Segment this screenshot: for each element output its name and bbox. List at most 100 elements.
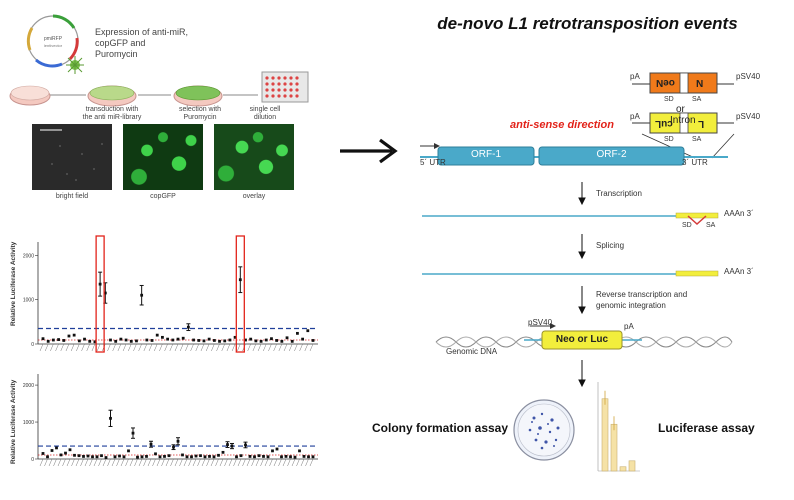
data-point [55,446,58,450]
x-tick [211,343,215,352]
x-tick [39,343,44,352]
data-point [124,338,128,342]
x-tick [300,458,305,467]
data-point [86,454,90,458]
x-tick [228,458,233,467]
data-point [207,337,211,341]
luc-label: cuL [655,118,673,129]
micrograph-copgfp [123,124,203,190]
data-point [244,443,247,447]
petri-dish [512,398,576,462]
x-tick [304,343,309,352]
data-point [127,449,130,453]
x-tick [224,458,228,467]
luciferase-bar [619,466,627,472]
data-point [248,455,252,458]
caption-copgfp: copGFP [150,193,176,200]
data-point [259,339,263,343]
pa-label-1: pA [630,72,640,81]
splicing-label: Splicing [596,241,625,250]
x-tick [170,458,174,467]
data-point [155,333,159,337]
data-point [275,447,279,451]
x-tick [305,458,309,467]
svg-text:lentivector: lentivector [44,43,63,48]
x-tick [210,458,215,467]
genomic-dna-label: Genomic DNA [446,347,498,356]
x-tick [200,343,205,352]
data-point [176,439,180,443]
x-tick [289,343,293,352]
workflow-diagram [8,70,328,120]
data-point [280,339,284,343]
x-tick [93,458,98,467]
x-tick [278,343,283,352]
data-point [149,442,153,446]
x-tick [117,343,122,352]
x-tick [283,343,288,352]
plot-1-ytick: 2000 [23,253,34,259]
data-point [67,334,71,338]
x-tick [164,343,168,352]
data-point [166,337,170,341]
x-tick [138,458,143,467]
sd-label-3: SD [682,222,692,229]
x-tick [66,458,71,467]
x-tick [84,458,89,467]
x-tick [185,343,189,352]
data-point [262,455,265,458]
data-point [77,339,81,343]
data-point [202,339,206,343]
plot-1: 2000 1000 0 [0,232,330,360]
data-point [140,293,144,297]
psv40-label-1: pSV40 [736,72,761,81]
data-point [253,455,256,459]
data-point [285,336,289,340]
data-point [254,339,258,343]
x-tick [183,458,188,467]
data-point [163,455,166,458]
data-point [181,453,184,457]
data-point [301,337,305,341]
x-tick [125,458,129,467]
x-tick [44,343,49,352]
data-point [145,338,149,342]
data-point [306,329,310,333]
x-tick [205,343,210,352]
x-tick [50,343,54,352]
data-point [223,339,227,343]
x-tick [296,458,300,467]
data-point [199,454,202,458]
data-point [186,325,190,329]
x-tick [143,343,148,352]
x-tick [169,343,174,352]
plasmid-map: pmiRFP lentivector [22,10,84,72]
data-point [83,337,86,341]
right-arrow-icon [338,136,400,166]
data-point [82,455,85,458]
plot-1-ytick: 0 [31,342,34,348]
x-tick [39,458,44,467]
plasmid-name: pmiRFP [44,36,63,42]
data-point [122,455,126,459]
data-point [270,337,273,341]
data-point [129,339,133,343]
plot-1-ytick: 1000 [23,298,34,304]
x-tick [70,343,75,352]
x-tick [242,458,246,467]
data-point [280,455,283,459]
highlight-box [95,235,105,353]
x-tick [273,343,277,352]
data-point [62,339,66,342]
x-tick [120,458,125,467]
neo-or-luc-label: Neo or Luc [555,334,609,345]
data-point [249,337,253,341]
x-tick [260,458,264,467]
neo-luc-box [541,330,623,350]
data-point [167,454,171,458]
l1-construct-diagram [412,54,794,184]
x-tick [89,458,93,467]
x-tick [226,343,231,352]
